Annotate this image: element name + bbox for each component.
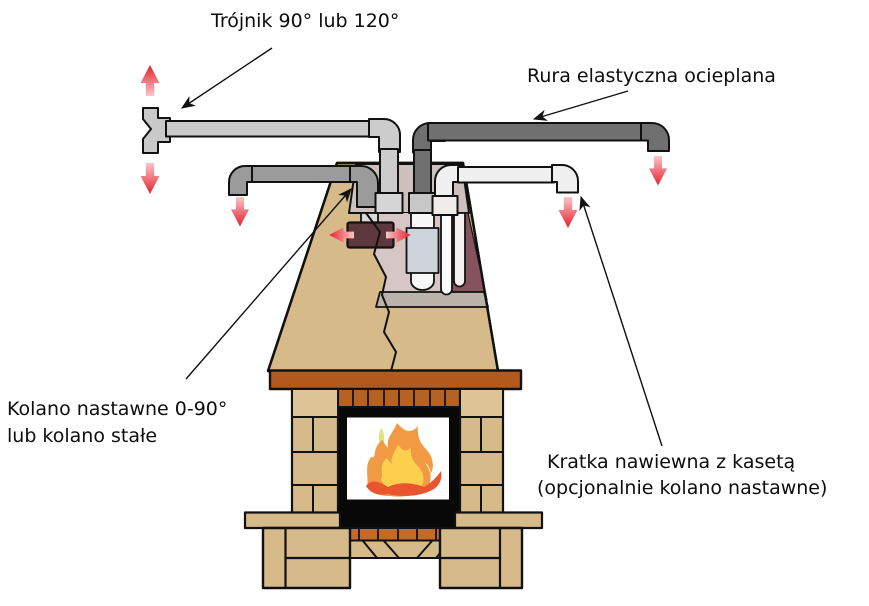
pipe-arm [457, 166, 555, 184]
inlet-grille-pipe [431, 164, 579, 216]
arch-bricks [339, 539, 456, 559]
brick-column-left [290, 387, 340, 515]
heat-tube-narrow-1 [440, 212, 453, 296]
riser-tube [413, 149, 432, 198]
mantel-shelf [268, 369, 523, 391]
label-inlet-grille-line2: (opcjonalnie kolano nastawne) [537, 477, 828, 499]
flame-base [366, 471, 442, 496]
flow-arrow-down-icon [558, 197, 578, 228]
adjustable-elbow [349, 165, 379, 208]
base-right-leg [438, 526, 524, 590]
dentil-brick-row [337, 388, 461, 408]
flow-arrow-down-icon [230, 197, 250, 227]
base-left-leg [261, 526, 352, 590]
label-inlet-grille-line1: Kratka nawiewna z kasetą [547, 451, 796, 473]
cutaway-tear-line [365, 212, 397, 372]
riser-collar [374, 192, 404, 214]
elbow-right-down [640, 122, 670, 152]
flow-arrow-down-icon [648, 156, 668, 186]
leader-lines [181, 47, 663, 447]
fireplace-body [243, 369, 544, 590]
flow-arrow-down-icon [140, 163, 160, 194]
heat-tube-narrow-2 [453, 212, 466, 288]
label-adjustable-elbow-line2: lub kolano stałe [7, 425, 158, 447]
pipe-arm [165, 120, 373, 138]
label-adjustable-elbow: Kolano nastawne 0-90° lub kolano stałe [7, 396, 227, 450]
pipework [142, 107, 670, 216]
pipe-arm [251, 165, 355, 183]
leader-arrow-kratka [579, 195, 663, 447]
inlet-grille-elbow [551, 164, 579, 194]
tube-sleeve [405, 227, 440, 274]
tee-fitting [142, 107, 171, 154]
brick-column-right [458, 387, 505, 515]
hearth-shelf-left [243, 511, 342, 530]
label-tee-fitting: Trójnik 90° lub 120° [211, 8, 399, 34]
fire-flame [366, 423, 442, 497]
leader-arrow-trojnik [181, 47, 273, 109]
label-adjustable-elbow-line1: Kolano nastawne 0-90° [7, 398, 228, 420]
label-inlet-grille: Kratka nawiewna z kasetą (opcjonalnie ko… [537, 449, 827, 501]
flow-arrow-up-icon [140, 65, 160, 96]
pipe-arm [427, 122, 644, 142]
leader-arrow-kolano [185, 188, 352, 380]
label-flex-pipe-text: Rura elastyczna ocieplana [527, 65, 776, 87]
hood-interior-floor [375, 291, 489, 308]
hearth-shelf-right [453, 511, 544, 530]
label-tee-fitting-text: Trójnik 90° lub 120° [211, 10, 400, 32]
tee-pipe [142, 107, 404, 214]
flame-inner [381, 444, 424, 493]
insulated-flex-pipe [408, 122, 670, 214]
riser-collar [431, 195, 459, 216]
leader-arrow-rura [532, 90, 629, 121]
label-flex-pipe: Rura elastyczna ocieplana [527, 63, 776, 89]
elbow-hood-down [434, 164, 463, 199]
riser-tube [379, 148, 399, 198]
elbow-right-down [368, 118, 401, 153]
hearth-brick-row [339, 527, 456, 542]
adjustable-elbow-pipe [228, 165, 379, 208]
